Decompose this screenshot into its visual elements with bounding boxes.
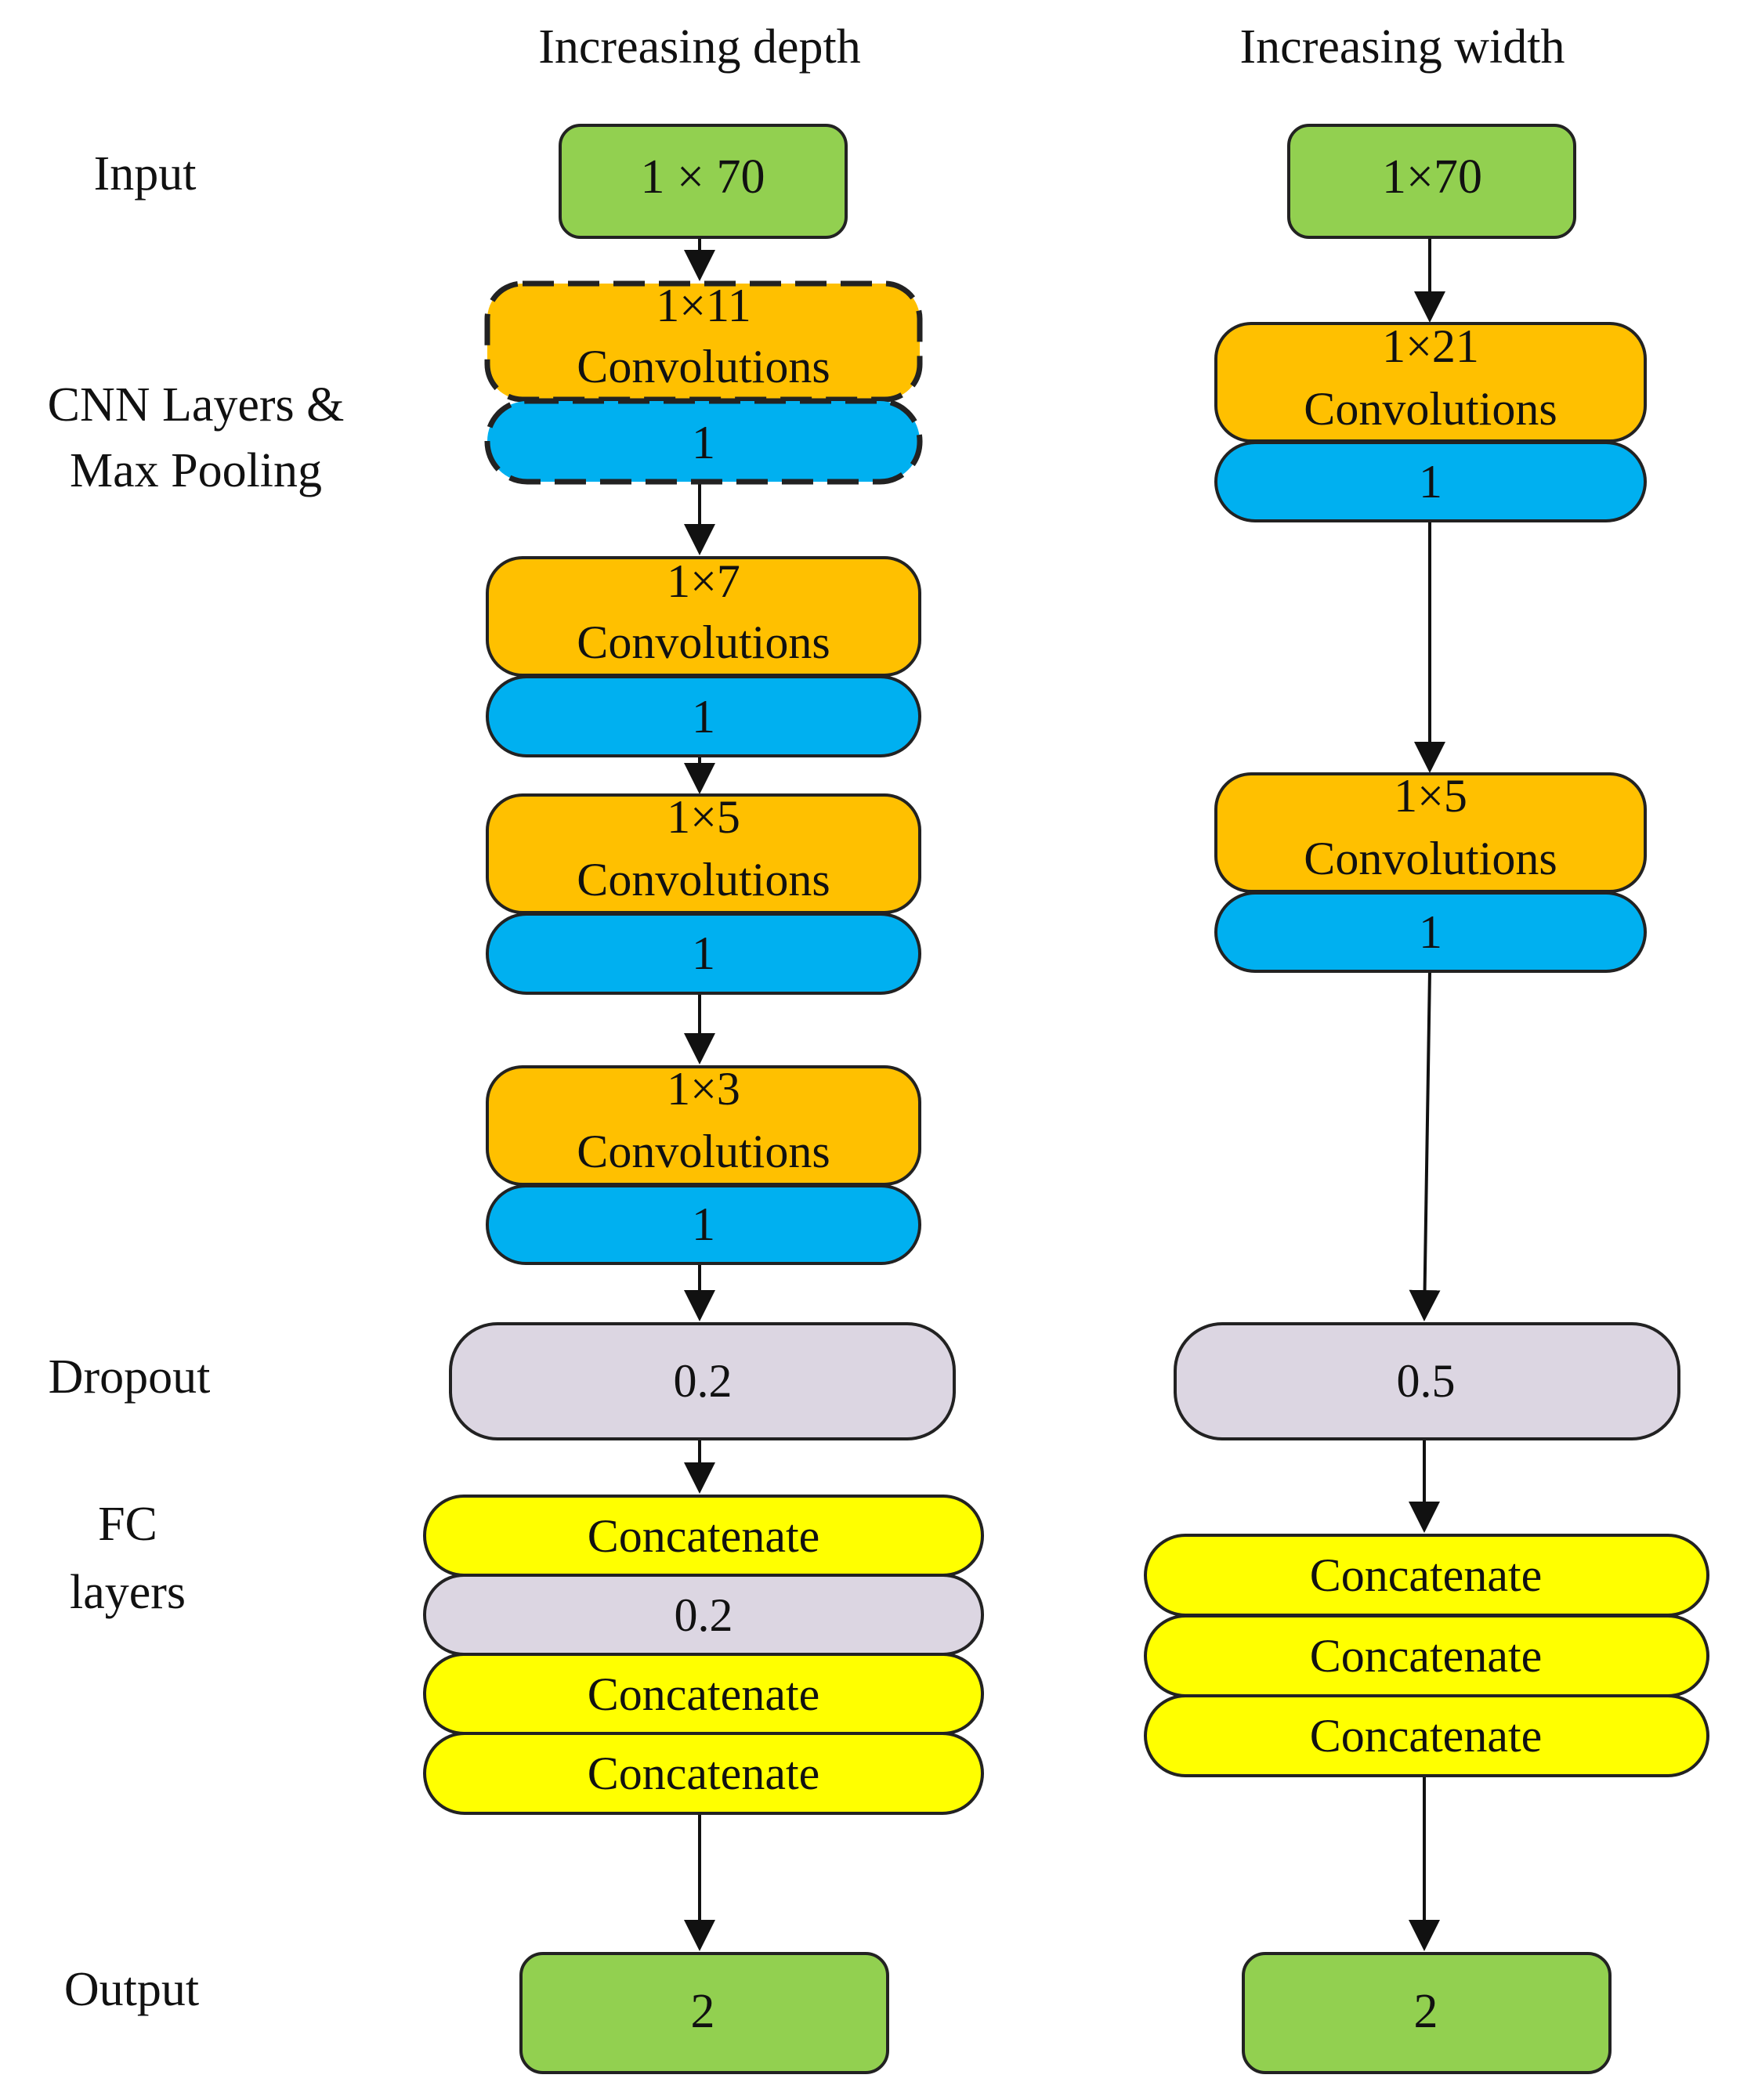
- conv-size-label: 1×5: [667, 791, 740, 843]
- dropout-label: 0.5: [1397, 1355, 1456, 1407]
- pool-label: 1: [692, 927, 715, 979]
- concatenate-label: Concatenate: [1310, 1630, 1543, 1682]
- depth-column: 1 × 70 1×11 Convolutions 1 1×7 Convoluti…: [423, 124, 984, 2074]
- concatenate-label: Concatenate: [1310, 1710, 1543, 1762]
- fc-dropout-label: 0.2: [675, 1589, 733, 1641]
- pool-node: [486, 675, 921, 757]
- pool-label: 1: [692, 417, 715, 468]
- output-label: 2: [1414, 1985, 1438, 2038]
- conv-text-label: Convolutions: [1304, 383, 1557, 435]
- input-node: [1287, 124, 1576, 239]
- conv-size-label: 1×11: [656, 280, 751, 331]
- conv-size-label: 1×3: [667, 1063, 740, 1115]
- pool-label: 1: [692, 691, 715, 743]
- pool-label: 1: [1419, 456, 1442, 508]
- dropout-node: [1174, 1322, 1680, 1440]
- conv-text-label: Convolutions: [577, 1126, 830, 1177]
- row-label-input: Input: [94, 147, 197, 201]
- pool-label: 1: [692, 1198, 715, 1250]
- row-label-output: Output: [64, 1963, 199, 2016]
- row-label-cnn-line1: CNN Layers &: [48, 378, 345, 432]
- width-arrows: [1409, 237, 1445, 1951]
- concatenate-label: Concatenate: [588, 1510, 820, 1562]
- pool-node: [1214, 891, 1647, 973]
- dropout-label: 0.2: [674, 1355, 733, 1407]
- input-node-label: 1 × 70: [641, 150, 765, 204]
- dropout-node: [449, 1322, 956, 1440]
- row-label-fc-line1: FC: [98, 1498, 157, 1551]
- output-node: [519, 1952, 889, 2074]
- conv-size-label: 1×5: [1394, 770, 1467, 822]
- concatenate-label: Concatenate: [1310, 1549, 1543, 1601]
- pool-node: [486, 913, 921, 995]
- input-node-label: 1×70: [1382, 150, 1482, 204]
- conv-size-label: 1×7: [667, 555, 740, 607]
- output-label: 2: [691, 1985, 715, 2038]
- row-label-dropout: Dropout: [49, 1350, 211, 1404]
- input-node: [559, 124, 848, 239]
- row-label-fc-line2: layers: [70, 1566, 186, 1619]
- concatenate-node: [1144, 1694, 1709, 1777]
- row-label-cnn-line2: Max Pooling: [70, 444, 322, 497]
- pool-node: [1214, 441, 1647, 522]
- width-column: 1×70 1×21 Convolutions 1 1×5 Convolution…: [1144, 124, 1709, 2074]
- column-title-width: Increasing width: [1240, 20, 1565, 74]
- column-title-depth: Increasing depth: [538, 20, 860, 74]
- conv-text-label: Convolutions: [1304, 833, 1557, 884]
- pool-node: [486, 1184, 921, 1265]
- pool-node: [484, 398, 923, 485]
- arrow: [1409, 970, 1441, 1321]
- conv-size-label: 1×21: [1382, 320, 1479, 372]
- concatenate-label: Concatenate: [588, 1668, 820, 1720]
- concatenate-label: Concatenate: [588, 1748, 820, 1799]
- pool-label: 1: [1419, 906, 1442, 958]
- concatenate-node: [423, 1732, 984, 1815]
- conv-text-label: Convolutions: [577, 341, 830, 392]
- conv-node: [484, 280, 923, 403]
- conv-text-label: Convolutions: [577, 854, 830, 905]
- output-node: [1242, 1952, 1612, 2074]
- conv-text-label: Convolutions: [577, 616, 830, 668]
